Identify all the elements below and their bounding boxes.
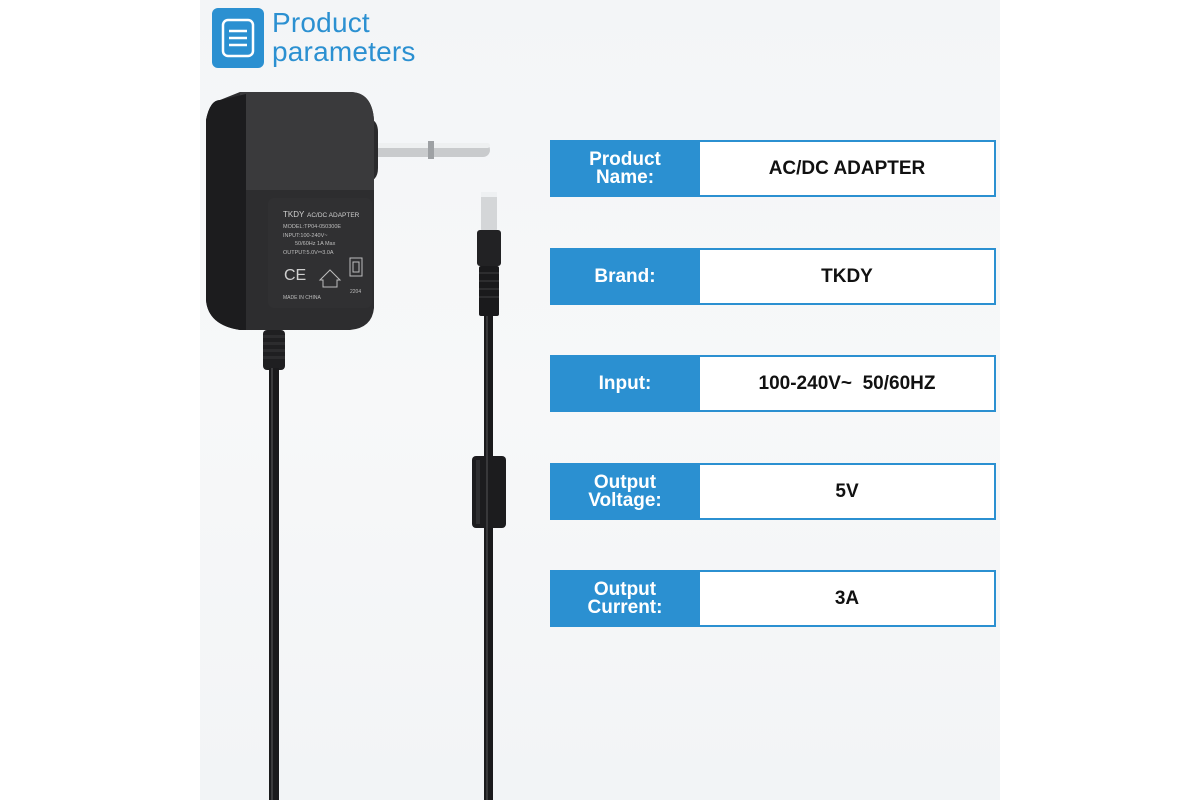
spec-label: Product Name: bbox=[550, 140, 700, 197]
spec-label: Output Voltage: bbox=[550, 463, 700, 520]
spec-value: AC/DC ADAPTER bbox=[700, 140, 996, 197]
spec-label: Input: bbox=[550, 355, 700, 412]
document-list-icon bbox=[212, 8, 264, 68]
page-title: Product parameters bbox=[272, 8, 416, 66]
indoor-use-icon bbox=[318, 269, 342, 288]
spec-label: Output Current: bbox=[550, 570, 700, 627]
label-type: AC/DC ADAPTER bbox=[307, 212, 360, 219]
label-input-2: 50/60Hz 1A Max bbox=[295, 241, 336, 247]
double-insulation-icon bbox=[349, 257, 363, 277]
label-input-1: INPUT:100-240V~ bbox=[283, 233, 327, 239]
label-output: OUTPUT:5.0V⎓3.0A bbox=[283, 250, 334, 256]
spec-row-product-name: Product Name: AC/DC ADAPTER bbox=[550, 140, 996, 197]
title-line-1: Product bbox=[272, 7, 370, 38]
spec-row-input: Input: 100-240V~ 50/60HZ bbox=[550, 355, 996, 412]
spec-label: Brand: bbox=[550, 248, 700, 305]
spec-value: TKDY bbox=[700, 248, 996, 305]
section-header: Product parameters bbox=[212, 8, 416, 68]
label-code: 2204 bbox=[350, 289, 361, 295]
adapter-product-image: TKDY AC/DC ADAPTER MODEL:TP04-050300E IN… bbox=[206, 92, 506, 800]
label-model: MODEL:TP04-050300E bbox=[283, 224, 341, 230]
title-line-2: parameters bbox=[272, 36, 416, 67]
label-made-in: MADE IN CHINA bbox=[283, 295, 321, 301]
spec-row-output-voltage: Output Voltage: 5V bbox=[550, 463, 996, 520]
spec-row-output-current: Output Current: 3A bbox=[550, 570, 996, 627]
spec-value: 5V bbox=[700, 463, 996, 520]
ce-mark: CE bbox=[284, 267, 306, 284]
spec-row-brand: Brand: TKDY bbox=[550, 248, 996, 305]
spec-value: 100-240V~ 50/60HZ bbox=[700, 355, 996, 412]
label-brand: TKDY bbox=[283, 210, 305, 219]
spec-value: 3A bbox=[700, 570, 996, 627]
